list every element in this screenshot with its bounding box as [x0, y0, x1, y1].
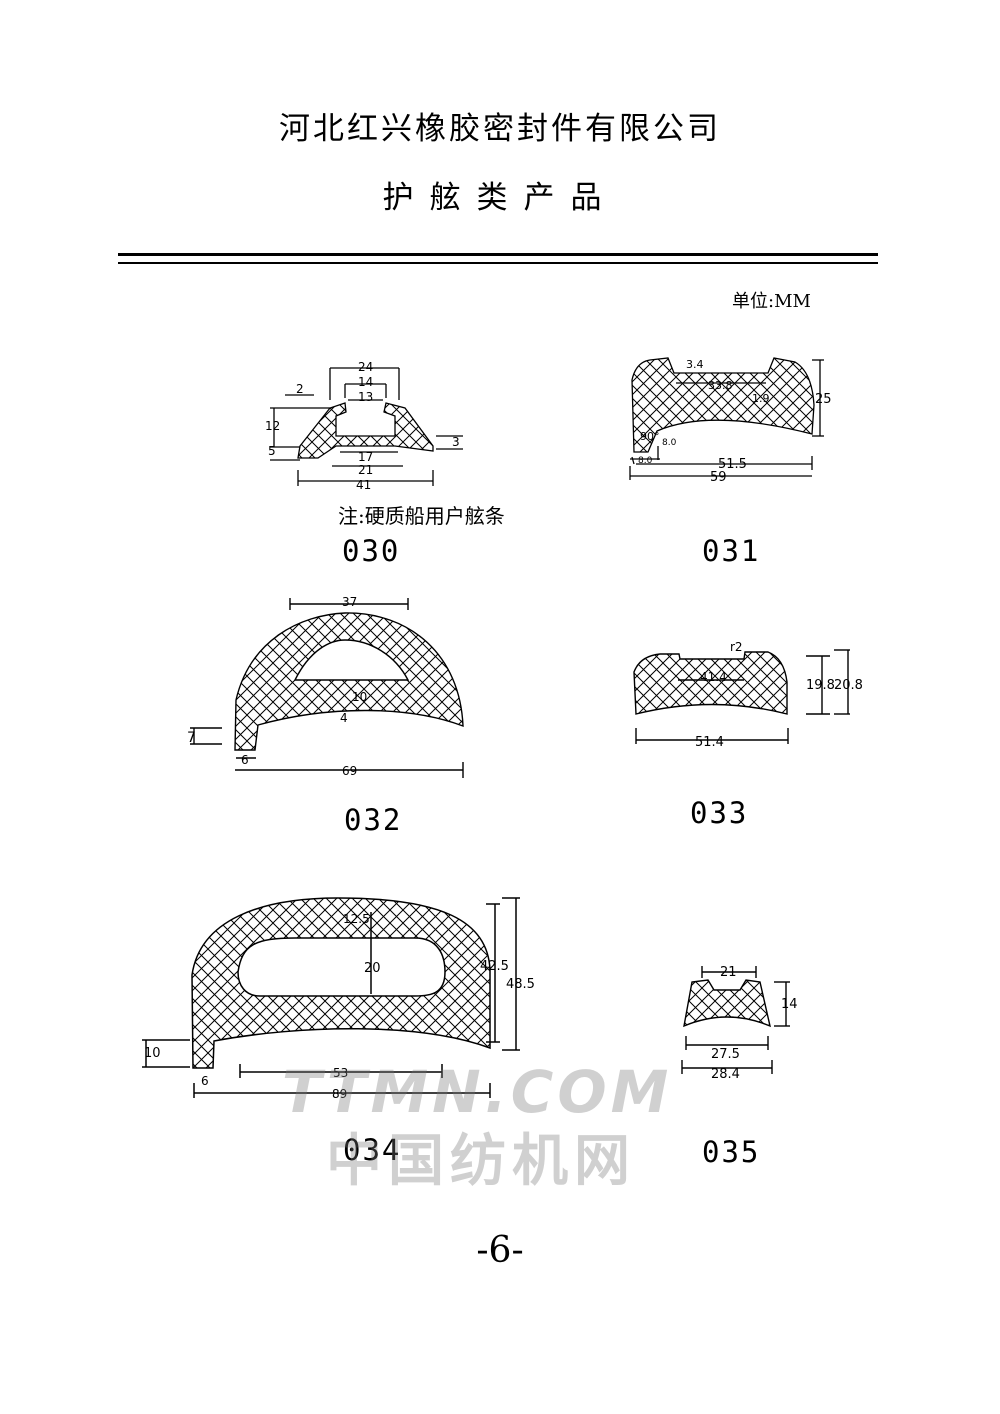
header-rule-thin	[118, 262, 878, 264]
dim-label: 89	[332, 1087, 347, 1101]
dim-label: 37	[342, 595, 357, 609]
dim-label: 6	[201, 1074, 209, 1088]
dim-label: 90°	[640, 430, 660, 443]
product-code-031: 031	[702, 534, 761, 568]
dim-label: 25	[815, 392, 832, 407]
profile-033-section	[633, 651, 788, 715]
dim-label: 21	[720, 965, 737, 980]
header-rule	[118, 253, 878, 256]
dim-label: 17	[358, 450, 373, 464]
dim-label: 13	[358, 390, 373, 404]
unit-label: 单位:MM	[732, 291, 811, 312]
profile-033	[633, 649, 850, 744]
dim-label: 12.5	[343, 912, 370, 926]
dim-label: 20	[364, 961, 381, 976]
page-subtitle: 护舷类产品	[382, 180, 618, 216]
product-code-035: 035	[702, 1135, 761, 1169]
dim-label: r2	[730, 640, 743, 654]
profile-031	[629, 357, 824, 480]
profile-035	[681, 966, 790, 1074]
product-code-032: 032	[344, 803, 403, 837]
dim-label: 8.0	[638, 456, 653, 466]
dim-label: 41.4	[700, 670, 727, 684]
profile-034	[142, 897, 520, 1098]
dim-label: 2	[296, 382, 304, 396]
dim-label: 10	[144, 1046, 161, 1061]
dim-label: 14	[358, 375, 373, 389]
dim-label: 42.5	[480, 959, 509, 974]
dim-label: 33.8	[708, 379, 733, 392]
dim-label: 7	[187, 730, 196, 746]
profile-030-section	[297, 402, 434, 459]
watermark-cn: 中国纺机网	[326, 1129, 636, 1194]
dim-label: 59	[710, 470, 727, 485]
profile-035-section	[683, 979, 771, 1028]
dim-label: 51.4	[695, 735, 724, 750]
dim-label: 8.0	[662, 438, 677, 448]
dim-label: 51.5	[718, 457, 747, 472]
product-code-033: 033	[690, 796, 749, 830]
dim-label: 4	[340, 711, 348, 725]
dim-label: 14	[781, 997, 798, 1012]
dim-label: 12	[265, 419, 280, 433]
page-number: -6-	[476, 1230, 524, 1271]
dim-label: 41	[356, 478, 371, 492]
watermark-en: TTMN.COM	[282, 1058, 673, 1126]
product-code-034: 034	[343, 1133, 402, 1167]
dim-label: 27.5	[711, 1047, 740, 1062]
dim-label: 21	[358, 463, 373, 477]
profile-030	[270, 367, 463, 486]
company-title: 河北红兴橡胶密封件有限公司	[279, 111, 721, 147]
profile-032-section	[234, 612, 464, 751]
dim-label: 19.8	[806, 678, 835, 693]
dim-label: 3.4	[686, 358, 704, 371]
dim-label: 6	[241, 753, 249, 767]
dim-label: 53	[333, 1066, 348, 1080]
dim-label: 5	[268, 444, 276, 458]
dim-label: 10	[352, 690, 367, 704]
dim-label: 3	[452, 435, 460, 449]
dim-label: 1.9	[752, 392, 770, 405]
dim-label: 28.4	[711, 1067, 740, 1082]
dim-label: 48.5	[506, 977, 535, 992]
product-code-030: 030	[342, 534, 401, 568]
profile-034-section	[191, 897, 491, 1069]
dim-label: 20.8	[834, 678, 863, 693]
dim-label: 24	[358, 360, 373, 374]
dim-label: 69	[342, 764, 357, 778]
profile-032	[190, 598, 464, 778]
profile-031-section	[631, 357, 815, 453]
note-text: 注:硬质船用户舷条	[338, 504, 505, 528]
